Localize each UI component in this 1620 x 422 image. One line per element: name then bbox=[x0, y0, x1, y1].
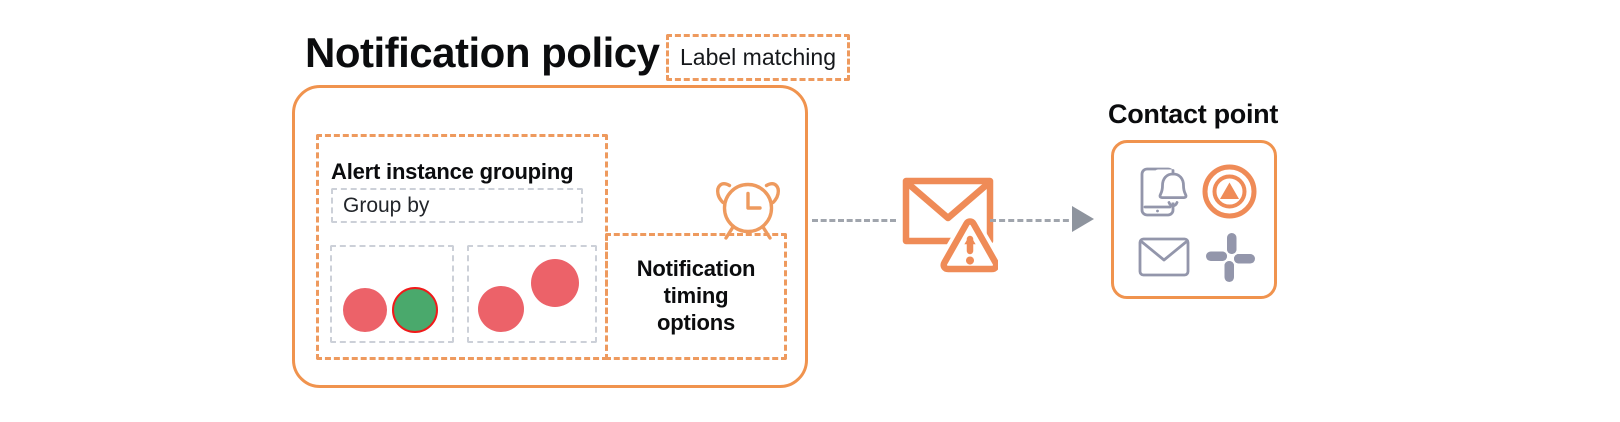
instance-group-1 bbox=[330, 245, 454, 343]
notification-timing-options-box[interactable]: Notification timing options bbox=[605, 233, 787, 360]
connector-policy-to-mail bbox=[812, 219, 896, 222]
alert-dot-firing bbox=[478, 286, 524, 332]
label-matching-chip[interactable]: Label matching bbox=[666, 34, 850, 81]
contact-point-card bbox=[1111, 140, 1277, 299]
opsgenie-icon bbox=[1202, 164, 1257, 219]
alert-dot-firing bbox=[343, 288, 387, 332]
notification-timing-options-label: Notification timing options bbox=[636, 256, 756, 335]
connector-mail-to-contact-point bbox=[990, 219, 1078, 222]
instance-group-2 bbox=[467, 245, 597, 343]
group-by-label: Group by bbox=[343, 194, 430, 217]
notification-policy-title: Notification policy bbox=[305, 29, 660, 76]
contact-point-title: Contact point bbox=[1108, 99, 1279, 129]
slack-icon bbox=[1203, 230, 1258, 285]
mail-alert-icon bbox=[898, 165, 1007, 277]
email-envelope-icon bbox=[1137, 234, 1191, 280]
alarm-clock-icon bbox=[707, 168, 789, 244]
label-matching-text: Label matching bbox=[680, 44, 836, 70]
mobile-push-bell-icon bbox=[1136, 163, 1192, 221]
alert-dot-resolved bbox=[392, 287, 438, 333]
group-by-field[interactable]: Group by bbox=[331, 188, 583, 223]
alert-dot-firing bbox=[531, 259, 579, 307]
arrow-right-icon bbox=[1072, 206, 1094, 232]
alert-instance-grouping-title: Alert instance grouping bbox=[331, 159, 574, 184]
